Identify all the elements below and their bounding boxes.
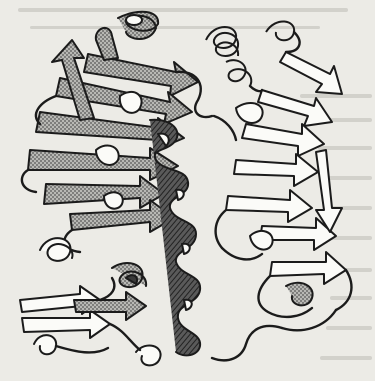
right-domain-ribbons [206,21,351,360]
top-left-helix [118,12,158,39]
left-domain-ribbons [22,12,212,252]
right-beta-sheet [226,52,346,284]
bottom-left-domain [20,238,161,365]
